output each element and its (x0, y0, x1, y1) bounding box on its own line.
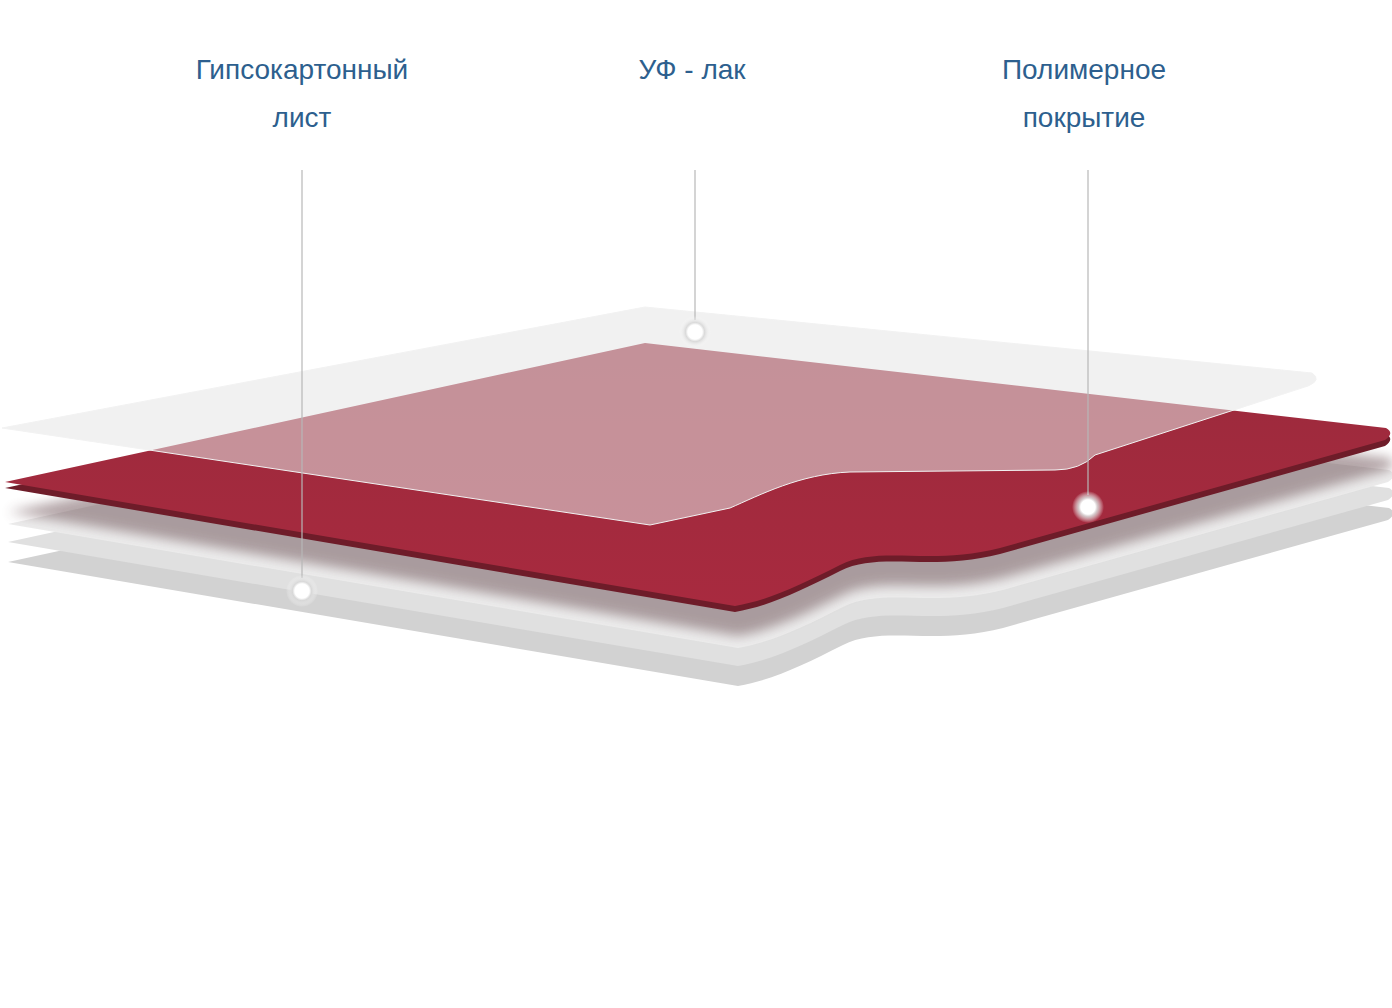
leader-line (301, 170, 302, 578)
uv-lacquer (2, 307, 1316, 525)
leader-dot (679, 316, 711, 348)
leader-lines (302, 170, 1088, 578)
leader-dot (296, 585, 308, 597)
leader-dot (1082, 501, 1094, 513)
leader-line (694, 170, 695, 320)
layer-label: УФ - лак (572, 46, 812, 94)
leader-line (1087, 170, 1088, 495)
leader-dot (1072, 491, 1104, 523)
leader-dots (286, 316, 1104, 607)
leader-dot (286, 575, 318, 607)
leader-dot (689, 326, 701, 338)
layer-label: Полимерное покрытие (964, 46, 1204, 142)
layer-label: Гипсокартонный лист (182, 46, 422, 142)
